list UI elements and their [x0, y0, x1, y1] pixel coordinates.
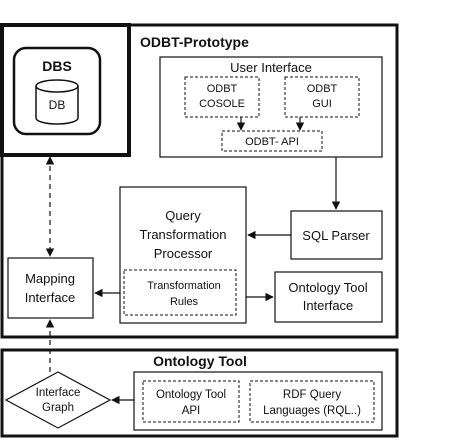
rdf-query-line1: RDF Query [283, 389, 341, 401]
ontology-tool-title: Ontology Tool [153, 353, 247, 369]
odbt-gui-line2: GUI [312, 98, 332, 110]
odbt-gui-line1: ODBT [307, 83, 338, 95]
ontology-tool-interface-line1: Ontology Tool [288, 280, 367, 295]
prototype-title: ODBT-Prototype [140, 34, 249, 50]
mapping-interface-line2: Interface [25, 290, 76, 305]
mapping-interface-line1: Mapping [25, 271, 75, 286]
ontology-tool-api-line2: API [182, 405, 201, 417]
query-processor-line3: Processor [154, 246, 213, 261]
ontology-tool-api-box [142, 380, 240, 423]
rdf-query-line2: Languages (RQL..) [263, 405, 361, 417]
ontology-tool-interface-line2: Interface [303, 298, 354, 313]
db-cylinder-icon [35, 79, 79, 125]
odbt-api-box [221, 130, 323, 152]
ontology-tool-interface-box [274, 271, 383, 323]
query-processor-line1: Query [165, 208, 201, 223]
ontology-tool-frame [0, 348, 399, 438]
mapping-interface-box [7, 257, 94, 319]
interface-graph-line2: Graph [42, 402, 74, 414]
dbs-frame [0, 23, 131, 157]
odbt-gui-box [284, 76, 360, 118]
ontology-tool-inner-box [133, 371, 383, 431]
odbt-console-box [184, 76, 260, 118]
interface-graph-diamond [4, 371, 112, 429]
prototype-frame [0, 23, 399, 339]
query-processor-box [119, 186, 247, 324]
query-processor-line2: Transformation [140, 227, 227, 242]
odbt-console-line1: ODBT [207, 83, 238, 95]
db-label: DB [49, 98, 66, 112]
user-interface-title: User Interface [230, 60, 312, 75]
dbs-inner-box [12, 46, 102, 136]
transformation-rules-line2: Rules [170, 296, 199, 308]
ontology-tool-api-line1: Ontology Tool [156, 389, 226, 401]
user-interface-box [159, 56, 383, 158]
interface-graph-line1: Interface [36, 387, 81, 399]
dbs-title: DBS [42, 58, 72, 74]
odbt-console-line2: COSOLE [199, 98, 245, 110]
transformation-rules-box [123, 269, 237, 316]
odbt-api-label: ODBT- API [245, 136, 299, 148]
transformation-rules-line1: Transformation [147, 280, 221, 292]
sql-parser-label: SQL Parser [302, 228, 370, 243]
rdf-query-box [249, 380, 375, 423]
